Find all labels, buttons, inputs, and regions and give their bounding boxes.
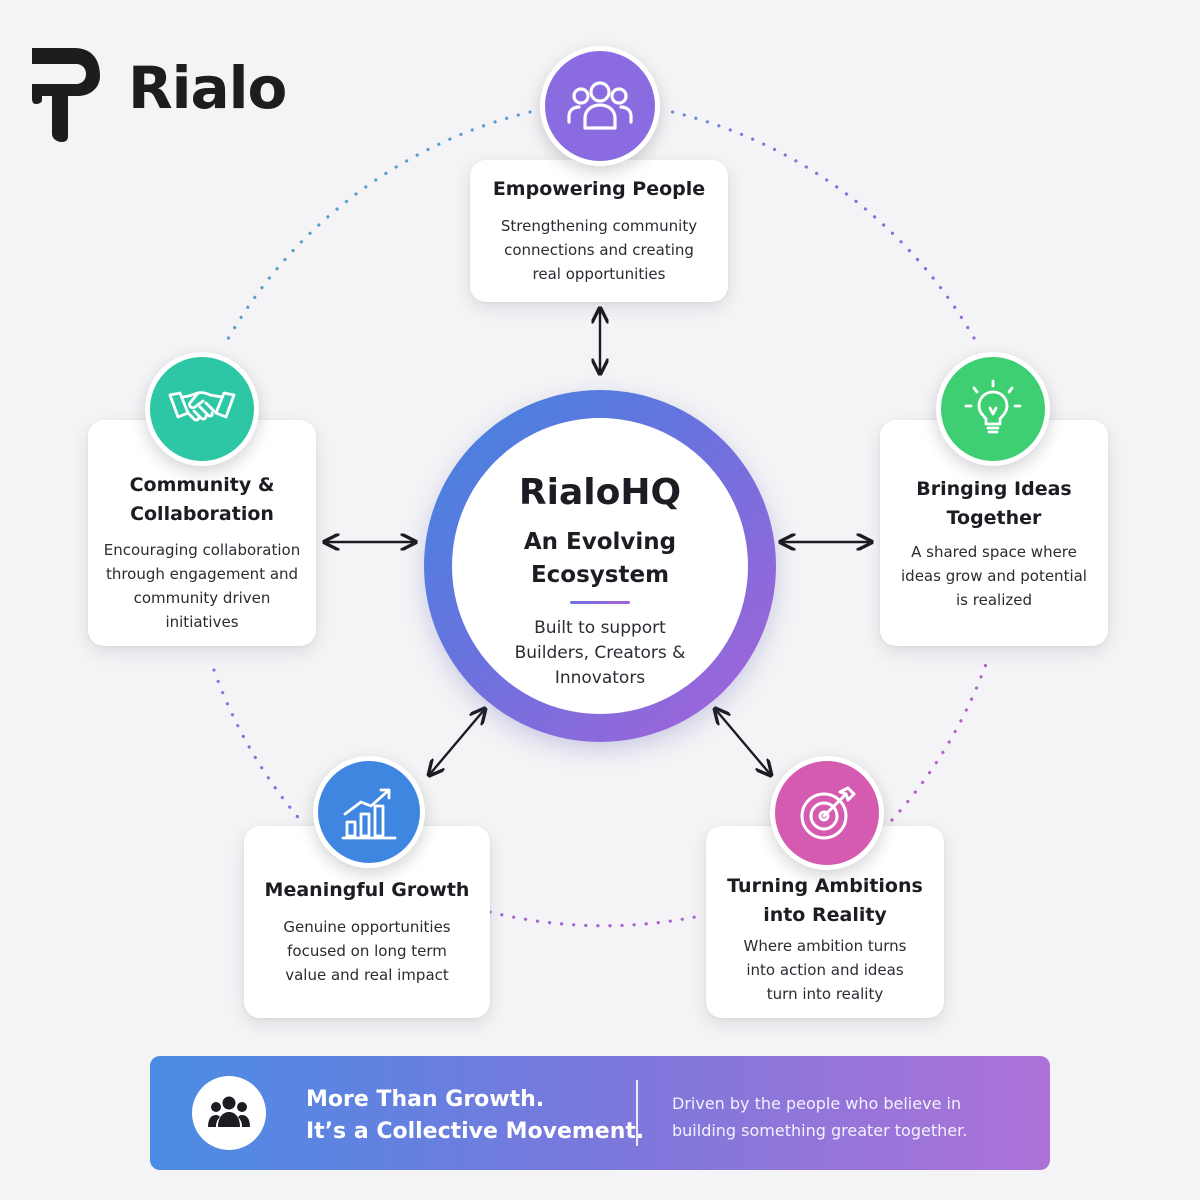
banner-headline: More Than Growth. It’s a Collective Move… xyxy=(306,1087,645,1144)
rialo-logo-icon xyxy=(32,48,100,142)
card-empowering-people: Empowering People Strengthening communit… xyxy=(470,160,728,302)
card-title: Turning Ambitions into Reality xyxy=(727,875,923,926)
card-description: A shared space where ideas grow and pote… xyxy=(901,543,1087,609)
banner-tagline: Driven by the people who believe in buil… xyxy=(672,1094,968,1140)
card-description: Where ambition turns into action and ide… xyxy=(743,937,907,1003)
card-title: Community & Collaboration xyxy=(129,474,275,525)
hub-divider xyxy=(570,601,630,604)
card-description: Genuine opportunities focused on long te… xyxy=(283,918,451,984)
card-description: Strengthening community connections and … xyxy=(500,217,698,283)
card-description: Encouraging collaboration through engage… xyxy=(103,541,301,631)
growth-chart-icon xyxy=(313,756,425,868)
banner-divider xyxy=(636,1080,638,1146)
bottom-banner: More Than Growth. It’s a Collective Move… xyxy=(150,1056,1050,1170)
target-icon xyxy=(770,756,884,870)
card-title: Meaningful Growth xyxy=(264,879,470,901)
hub-subtitle: An Evolving Ecosystem xyxy=(523,529,677,588)
hub-description: Built to support Builders, Creators & In… xyxy=(514,618,686,688)
hub-center: RialoHQ An Evolving Ecosystem Built to s… xyxy=(452,418,748,714)
lightbulb-icon xyxy=(936,352,1050,466)
card-bringing-ideas: Bringing Ideas Together A shared space w… xyxy=(880,420,1108,646)
community-group-icon xyxy=(192,1076,266,1150)
brand-name: Rialo xyxy=(128,54,287,122)
card-title: Bringing Ideas Together xyxy=(916,478,1072,529)
hub-title: RialoHQ xyxy=(518,472,682,513)
handshake-icon xyxy=(145,352,259,466)
arrow-bottom-left xyxy=(430,710,484,774)
people-group-icon xyxy=(540,46,660,166)
brand-logo: Rialo xyxy=(28,40,287,144)
arrow-bottom-right xyxy=(716,710,770,774)
card-title: Empowering People xyxy=(492,178,706,200)
